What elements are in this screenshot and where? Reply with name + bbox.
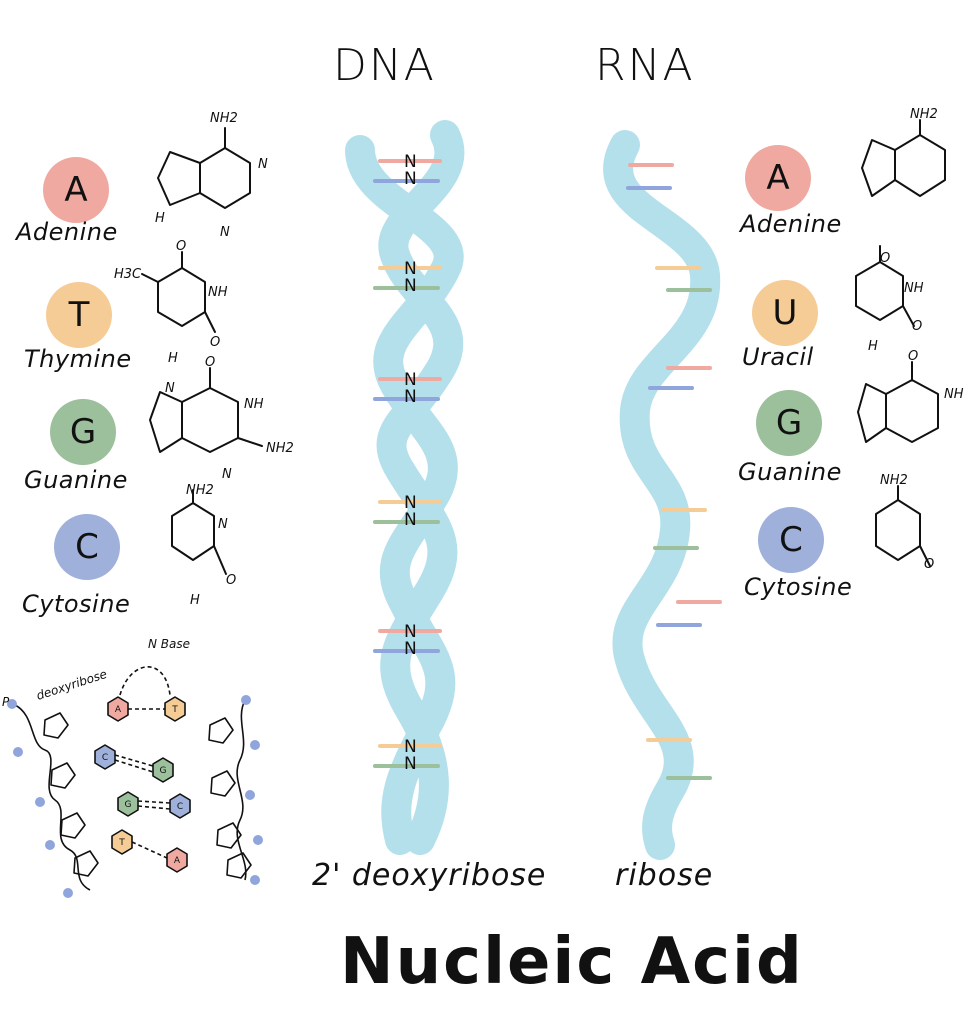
bp-t1: T bbox=[171, 705, 178, 715]
adenine-n-label: N bbox=[258, 157, 268, 172]
cytosine-h-label: H bbox=[190, 593, 200, 608]
rna-cytosine-nh2-label: NH2 bbox=[880, 473, 908, 488]
guanine-n2-label: N bbox=[222, 467, 232, 482]
rna-backbone bbox=[603, 130, 721, 860]
thymine-nh-label: NH bbox=[208, 285, 228, 300]
dna-n-bottom-label: N bbox=[404, 276, 417, 296]
guanine-structure-icon bbox=[149, 367, 263, 453]
uracil-o-label: O bbox=[880, 251, 890, 266]
rna-sugar-label: ribose bbox=[615, 858, 714, 893]
thymine-h3c-label: H3C bbox=[114, 267, 142, 282]
dna-strand-2 bbox=[345, 135, 464, 855]
dna-title: DNA bbox=[333, 40, 436, 91]
guanine-badge: G bbox=[50, 399, 116, 465]
rna-guanine-structure-icon bbox=[857, 361, 939, 443]
uracil-badge: U bbox=[752, 280, 818, 346]
cytosine-badge: C bbox=[54, 514, 120, 580]
adenine-h-label: H bbox=[155, 211, 165, 226]
dna-n-top-label: N bbox=[404, 152, 417, 172]
dna-n-top-label: N bbox=[404, 259, 417, 279]
guanine-nh2-label: NH2 bbox=[266, 441, 294, 456]
dna-n-bottom-label: N bbox=[404, 387, 417, 407]
adenine-label: Adenine bbox=[16, 218, 118, 246]
cytosine-label: Cytosine bbox=[22, 590, 131, 618]
bp-g2: G bbox=[125, 800, 132, 810]
thymine-badge: T bbox=[46, 282, 112, 348]
guanine-nh-label: NH bbox=[244, 397, 264, 412]
dna-n-bottom-label: N bbox=[404, 639, 417, 659]
guanine-n-label: N bbox=[165, 381, 175, 396]
cytosine-n-label: N bbox=[218, 517, 228, 532]
bp-c1: C bbox=[102, 753, 108, 763]
rna-cytosine-badge: C bbox=[758, 507, 824, 573]
bp-g1: G bbox=[160, 766, 167, 776]
uracil-h-label: H bbox=[868, 339, 878, 354]
thymine-h-label: H bbox=[168, 351, 178, 366]
rna-guanine-label: Guanine bbox=[738, 458, 842, 486]
rna-adenine-nh2-label: NH2 bbox=[910, 107, 938, 122]
cytosine-structure-icon bbox=[171, 489, 227, 575]
uracil-label: Uracil bbox=[742, 343, 814, 371]
rna-adenine-badge: A bbox=[745, 145, 811, 211]
phosphate-label: P bbox=[2, 695, 10, 709]
left-backbone bbox=[14, 704, 99, 891]
rna-guanine-nh-label: NH bbox=[944, 387, 964, 402]
dna-n-top-label: N bbox=[404, 370, 417, 390]
uracil-structure-icon bbox=[855, 245, 915, 327]
dna-n-top-label: N bbox=[404, 622, 417, 642]
deoxyribose-label: deoxyribose bbox=[35, 667, 109, 703]
bp-a1: A bbox=[115, 705, 122, 715]
bp-c2: C bbox=[177, 802, 183, 812]
thymine-label: Thymine bbox=[24, 345, 132, 373]
nbase-label: N Base bbox=[148, 637, 190, 651]
rna-cytosine-structure-icon bbox=[875, 485, 931, 567]
dna-n-bottom-label: N bbox=[404, 754, 417, 774]
uracil-o2-label: O bbox=[912, 319, 922, 334]
dna-n-bottom-label: N bbox=[404, 510, 417, 530]
cytosine-o-label: O bbox=[226, 573, 236, 588]
adenine-n2-label: N bbox=[220, 225, 230, 240]
rna-adenine-structure-icon bbox=[861, 119, 946, 197]
cytosine-nh2-label: NH2 bbox=[186, 483, 214, 498]
uracil-nh-label: NH bbox=[904, 281, 924, 296]
rna-guanine-o-label: O bbox=[908, 349, 918, 364]
bp-t2: T bbox=[118, 838, 125, 848]
adenine-structure-icon bbox=[157, 127, 251, 209]
thymine-o-label: O bbox=[176, 239, 186, 254]
guanine-label: Guanine bbox=[24, 466, 128, 494]
rna-guanine-badge: G bbox=[756, 390, 822, 456]
adenine-nh2-label: NH2 bbox=[210, 111, 238, 126]
right-backbone bbox=[208, 699, 252, 881]
dna-sugar-label: 2' deoxyribose bbox=[312, 858, 547, 893]
main-title: Nucleic Acid bbox=[340, 925, 804, 999]
guanine-o-label: O bbox=[205, 355, 215, 370]
thymine-o2-label: O bbox=[210, 335, 220, 350]
rna-cytosine-o-label: O bbox=[924, 557, 934, 572]
dna-n-top-label: N bbox=[404, 493, 417, 513]
dna-strand-1 bbox=[376, 120, 465, 855]
dna-n-top-label: N bbox=[404, 737, 417, 757]
rna-cytosine-label: Cytosine bbox=[744, 573, 853, 601]
bp-a2: A bbox=[174, 856, 181, 866]
adenine-badge: A bbox=[43, 157, 109, 223]
dna-n-bottom-label: N bbox=[404, 169, 417, 189]
rna-title: RNA bbox=[595, 40, 695, 91]
thymine-structure-icon bbox=[141, 251, 216, 333]
rna-adenine-label: Adenine bbox=[740, 210, 842, 238]
